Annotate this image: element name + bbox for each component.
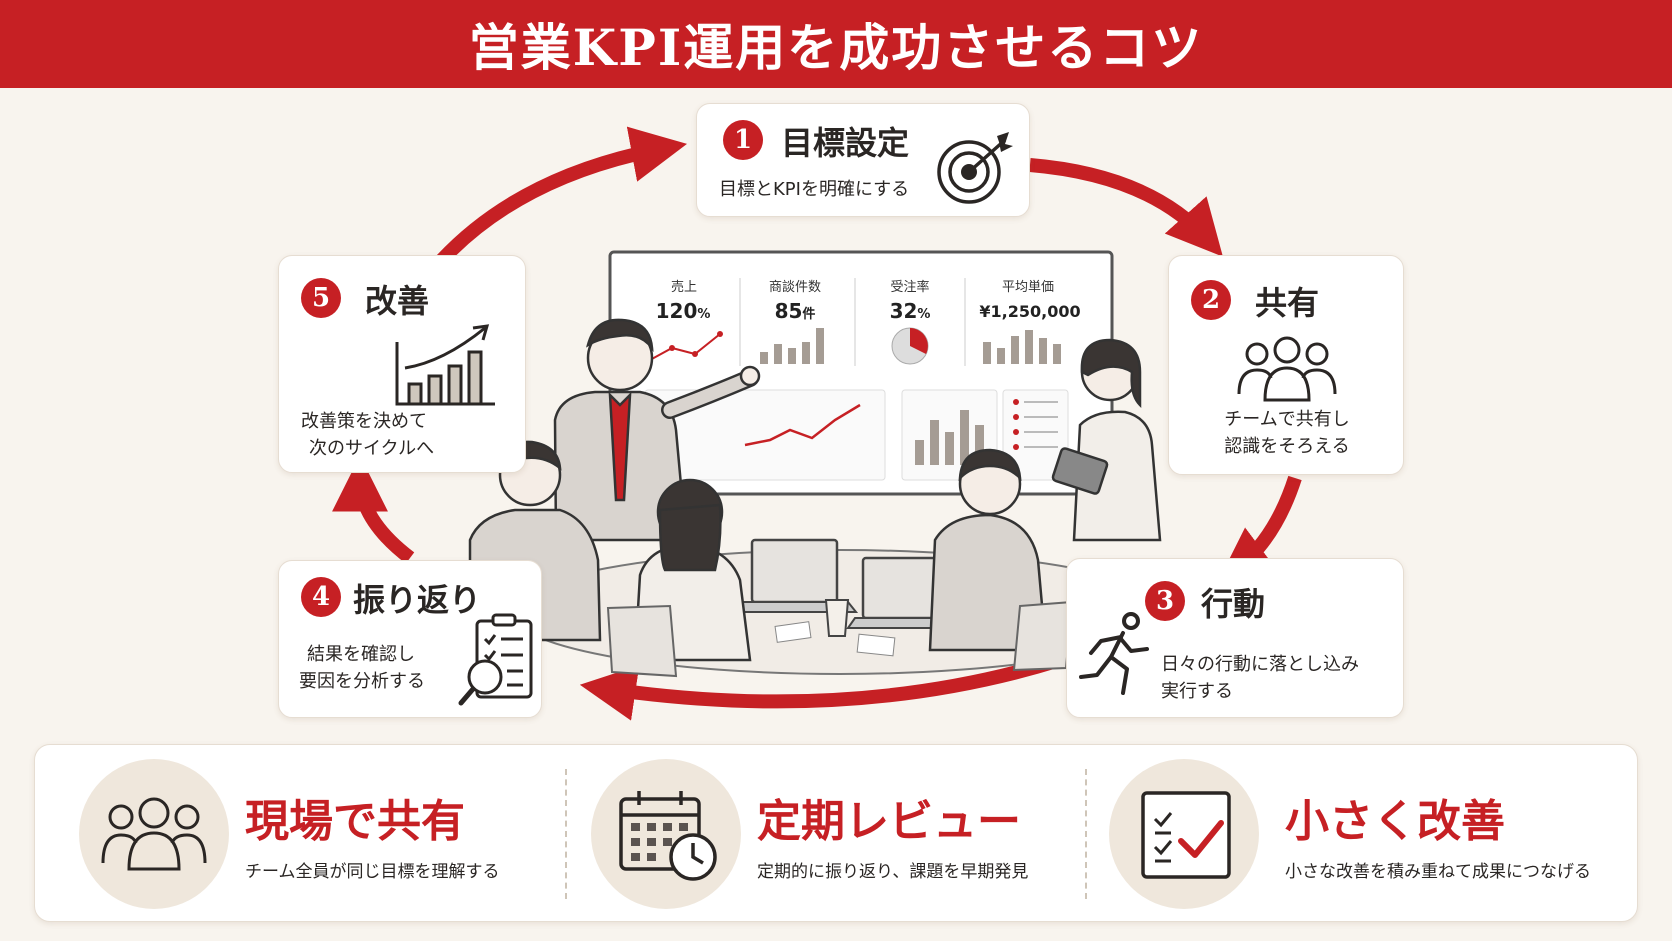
checklist-magnifier-icon bbox=[458, 613, 533, 706]
step-desc: 改善策を決めて bbox=[301, 411, 427, 432]
calendar-clock-icon bbox=[619, 791, 717, 881]
kpi-bars-deals bbox=[760, 328, 824, 364]
kpi-pie-rate bbox=[891, 327, 929, 365]
tip-desc: 小さな改善を積み重ねて成果につなげる bbox=[1285, 862, 1591, 882]
step-desc: 目標とKPIを明確にする bbox=[719, 179, 910, 200]
woman-tablet-figure bbox=[1051, 338, 1162, 542]
cycle-arrow-4-to-5 bbox=[332, 455, 415, 564]
target-icon bbox=[937, 132, 1013, 204]
growth-chart-icon bbox=[395, 324, 495, 406]
step-title: 改善 bbox=[365, 282, 430, 320]
step-desc: 要因を分析する bbox=[299, 671, 425, 692]
page-title: 営業KPI運用を成功させるコツ bbox=[468, 18, 1204, 77]
kpi-value: 120% bbox=[655, 299, 711, 323]
board-list bbox=[1013, 399, 1019, 450]
laptop-right bbox=[861, 556, 947, 620]
step-desc: 日々の行動に落とし込み bbox=[1161, 654, 1359, 675]
seated-man-right-figure bbox=[928, 448, 1048, 652]
step-card-3: 3 行動 日々の行動に落とし込み 実行する bbox=[1066, 558, 1404, 718]
step-desc: 次のサイクルへ bbox=[309, 438, 435, 459]
kpi-label: 受注率 bbox=[890, 280, 930, 295]
kpi-bars-price bbox=[983, 330, 1061, 364]
step-desc: 認識をそろえる bbox=[1224, 436, 1350, 457]
step-card-4: 4 振り返り 結果を確認し 要因を分析する bbox=[278, 560, 542, 718]
cycle-arrow-2-to-3 bbox=[1217, 475, 1302, 584]
board-line-chart bbox=[744, 403, 861, 447]
checkbox-list-icon bbox=[1141, 791, 1231, 879]
step-number: 4 bbox=[301, 577, 341, 617]
kpi-label: 商談件数 bbox=[768, 280, 821, 295]
page-header: 営業KPI運用を成功させるコツ bbox=[0, 0, 1672, 88]
kpi-label: 平均単価 bbox=[1001, 280, 1054, 295]
seated-woman-center-figure bbox=[633, 478, 752, 662]
tip-desc: チーム全員が同じ目標を理解する bbox=[245, 862, 500, 882]
tip-title: 定期レビュー bbox=[757, 796, 1021, 847]
step-title: 行動 bbox=[1201, 585, 1266, 623]
tip-divider bbox=[565, 769, 567, 899]
board-bar-chart bbox=[915, 410, 984, 465]
tip-title: 現場で共有 bbox=[245, 796, 465, 847]
kpi-label: 売上 bbox=[670, 280, 697, 295]
step-number: 2 bbox=[1191, 280, 1231, 320]
kpi-value: 85件 bbox=[774, 299, 816, 323]
step-desc: チームで共有し bbox=[1224, 409, 1350, 430]
cycle-arrow-1-to-2 bbox=[1029, 158, 1223, 257]
cycle-arrow-3-to-4 bbox=[579, 653, 1063, 721]
step-number: 5 bbox=[301, 278, 341, 318]
team-icon bbox=[1237, 336, 1337, 402]
presenter-figure bbox=[553, 318, 761, 542]
tip-icon-circle bbox=[591, 759, 741, 909]
team-icon bbox=[101, 797, 207, 871]
step-card-5: 5 改善 改善策を決めて 次のサイクルへ bbox=[278, 255, 526, 473]
tip-icon-circle bbox=[79, 759, 229, 909]
cycle-arrow-5-to-1 bbox=[434, 126, 688, 267]
step-card-2: 2 共有 チームで共有し 認識をそろえる bbox=[1168, 255, 1404, 475]
step-card-1: 1 目標設定 目標とKPIを明確にする bbox=[696, 103, 1030, 217]
step-title: 振り返り bbox=[353, 581, 482, 619]
step-number: 1 bbox=[723, 120, 763, 160]
kpi-value: ¥1,250,000 bbox=[979, 302, 1081, 321]
kpi-value: 32% bbox=[889, 299, 931, 323]
coffee-cup bbox=[824, 599, 850, 637]
kpi-sparkline-sales bbox=[649, 333, 721, 361]
tip-title: 小さく改善 bbox=[1285, 796, 1505, 847]
step-title: 目標設定 bbox=[781, 124, 910, 162]
tip-icon-circle bbox=[1109, 759, 1259, 909]
step-title: 共有 bbox=[1255, 284, 1320, 322]
tip-divider bbox=[1085, 769, 1087, 899]
tips-panel: 現場で共有 チーム全員が同じ目標を理解する 定期レビュー 定期的に振り返り、課題… bbox=[34, 744, 1638, 922]
laptop-left bbox=[750, 538, 839, 604]
step-number: 3 bbox=[1145, 581, 1185, 621]
tip-desc: 定期的に振り返り、課題を早期発見 bbox=[757, 862, 1029, 882]
running-person-icon bbox=[1079, 612, 1149, 695]
step-desc: 実行する bbox=[1161, 681, 1233, 702]
step-desc: 結果を確認し bbox=[307, 644, 415, 665]
